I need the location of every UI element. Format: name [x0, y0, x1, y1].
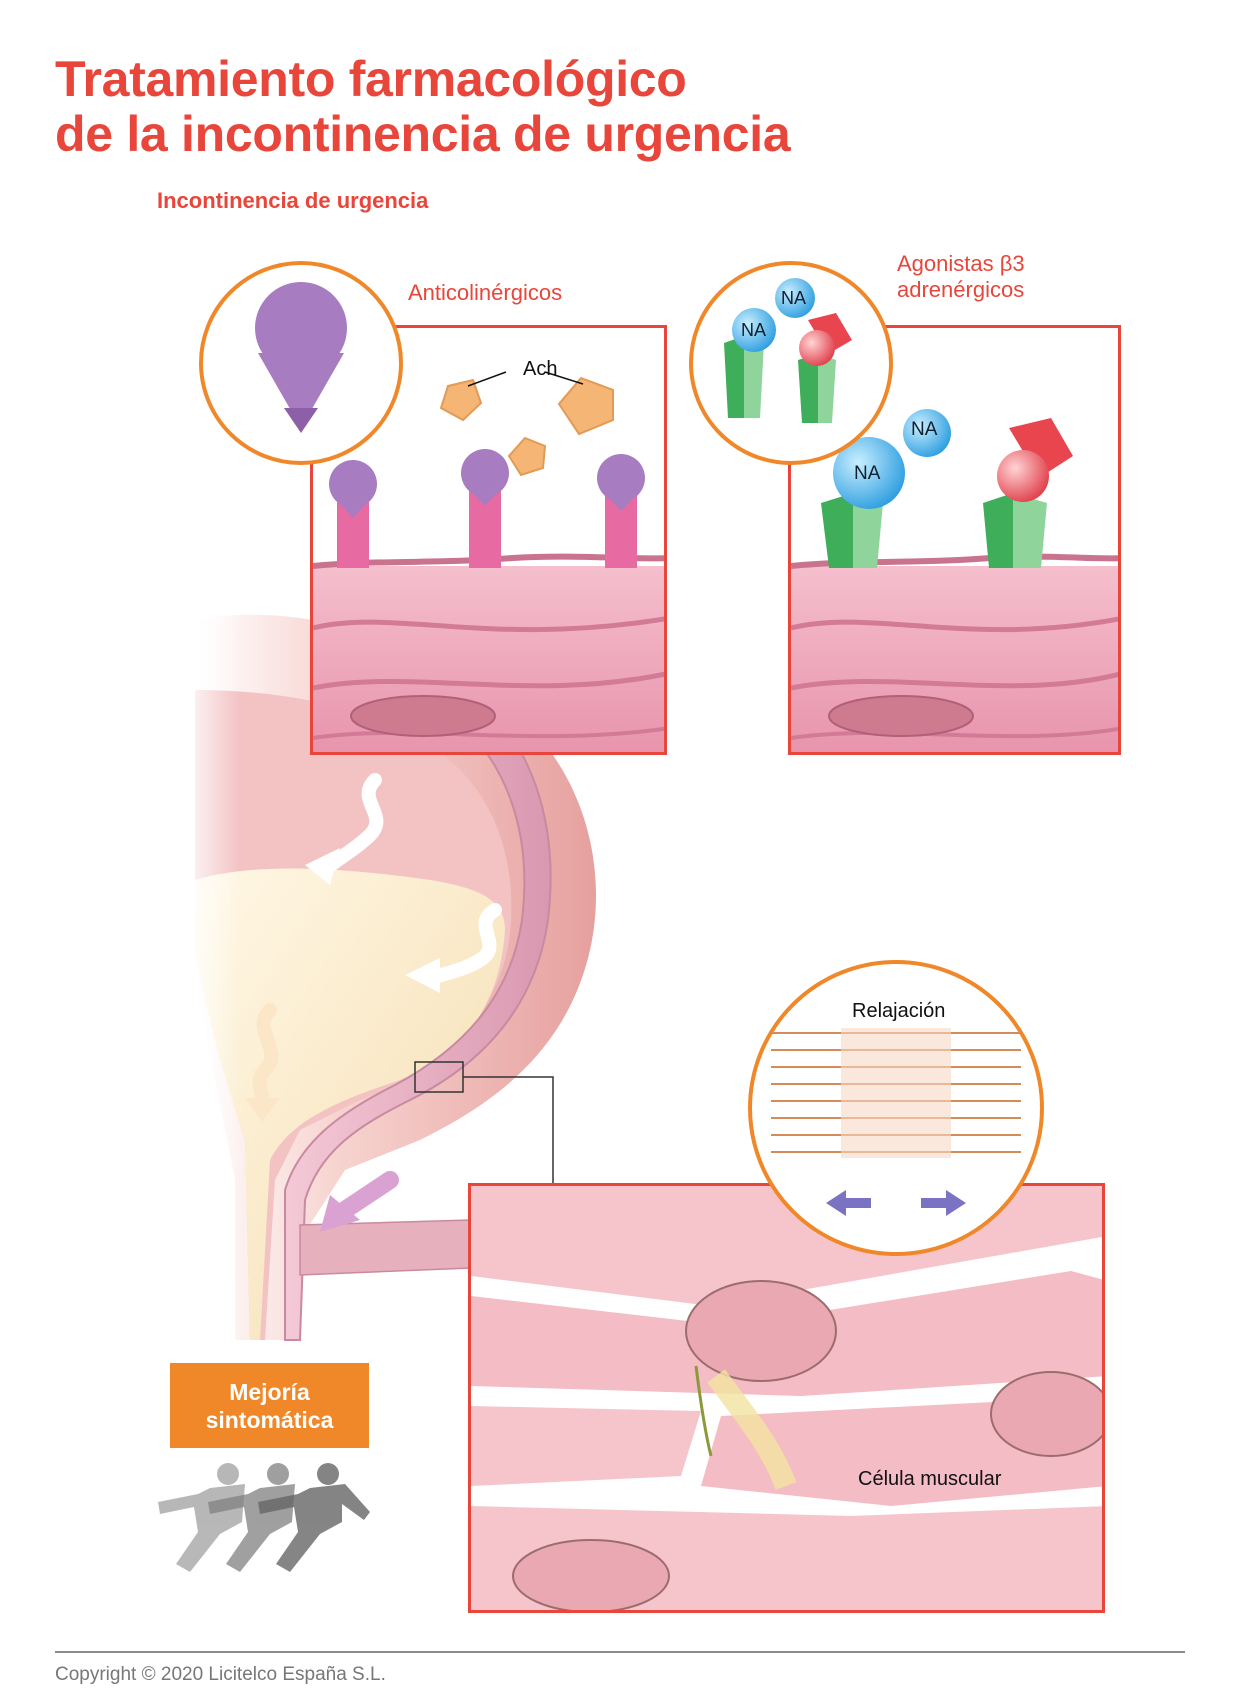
- zoom-circle-beta3: [689, 261, 893, 465]
- beta3-receptor-agonist: [983, 418, 1073, 568]
- na-label-receptor: NA: [854, 463, 881, 484]
- label-agonistas-line1: Agonistas β3: [897, 251, 1025, 276]
- ach-molecule-3: [507, 436, 547, 477]
- ach-label: Ach: [523, 358, 558, 380]
- anticholinergic-scene: [313, 371, 664, 752]
- nucleus-3: [512, 1539, 670, 1610]
- footer-divider: [55, 1651, 1185, 1653]
- label-agonistas-line2: adrenérgicos: [897, 277, 1025, 302]
- label-agonistas: Agonistas β3 adrenérgicos: [897, 251, 1025, 303]
- wave-arrow-2: [423, 903, 502, 985]
- beta3-receptor-na: [821, 437, 905, 568]
- label-celula-muscular: Célula muscular: [858, 1468, 1002, 1490]
- badge-line1: Mejoría: [229, 1378, 310, 1405]
- pink-pressure-arrow: [336, 1171, 399, 1219]
- bladder-wall: [284, 688, 552, 1341]
- title-line-1: Tratamiento farmacológico: [55, 51, 687, 107]
- pink-arrow-head: [320, 1195, 360, 1232]
- na-label-circle-1: NA: [741, 320, 767, 340]
- subtitle: Incontinencia de urgencia: [157, 188, 429, 213]
- title-line-2: de la incontinencia de urgencia: [55, 106, 791, 162]
- ach-molecule-2: [557, 376, 614, 436]
- nucleus: [828, 695, 974, 737]
- ach-molecule-1: [439, 378, 483, 422]
- copyright: Copyright © 2020 Licitelco España S.L.: [55, 1664, 386, 1685]
- runners-icon: [158, 1463, 370, 1572]
- zoom-circle-relajacion: [748, 960, 1044, 1256]
- zoom-circle-antagonist: [199, 261, 403, 465]
- antagonist-molecule: [255, 282, 347, 374]
- nucleus-1: [685, 1280, 837, 1382]
- beta3-scene: [791, 409, 1118, 752]
- arrow-left: [826, 1190, 871, 1216]
- wave-arrow-1: [318, 773, 384, 877]
- na-label-circle-2: NA: [781, 288, 807, 308]
- receptor-3: [597, 454, 645, 568]
- page-title: Tratamiento farmacológico de la incontin…: [55, 51, 791, 162]
- label-anticolinergicos: Anticolinérgicos: [408, 280, 563, 305]
- badge-mejoria: Mejoría sintomática: [170, 1363, 369, 1448]
- panel-agonistas: [788, 325, 1121, 755]
- free-na-ball: [903, 409, 951, 457]
- wave-arrow-3: [252, 1003, 279, 1105]
- nucleus: [350, 695, 496, 737]
- receptor-2: [461, 449, 509, 568]
- nucleus-2: [990, 1371, 1102, 1457]
- zoom-connector: [463, 1076, 554, 1185]
- label-relajacion: Relajación: [852, 1000, 946, 1022]
- receptor-1: [329, 460, 377, 568]
- arrow-right: [921, 1190, 966, 1216]
- na-label-free: NA: [911, 419, 938, 440]
- badge-line2: sintomática: [205, 1406, 334, 1433]
